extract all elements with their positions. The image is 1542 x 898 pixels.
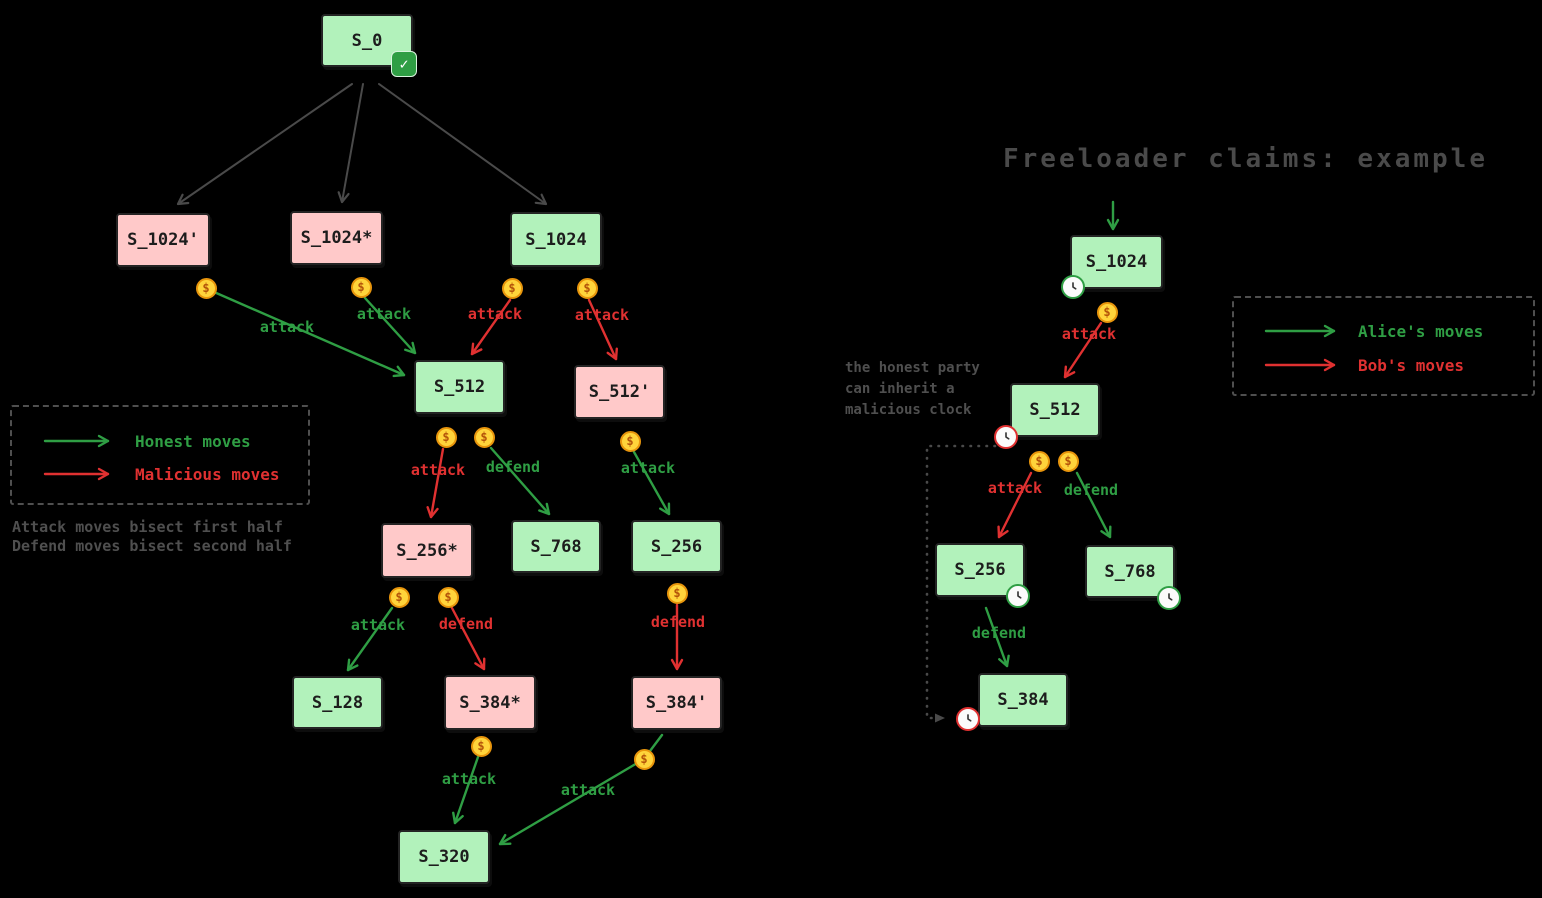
node-s512: S_512 [414,360,505,414]
note-defend-bisect: Defend moves bisect second half [12,537,292,555]
node-s256-star: S_256* [381,523,473,578]
node-s1024-star: S_1024* [290,211,383,265]
legend-right [1232,296,1535,396]
coin-icon: $ [1028,450,1050,472]
node-s384-star: S_384* [444,675,536,730]
edge-label-attack: attack [350,616,406,634]
note-attack-bisect: Attack moves bisect first half [12,518,283,536]
edge-label-defend: defend [485,458,541,476]
legend-honest-label: Honest moves [135,432,251,451]
edge-label-defend: defend [971,624,1027,642]
coin-icon: $ [473,426,495,448]
edge-label-attack: attack [987,479,1043,497]
coin-icon: $ [195,277,217,299]
edge-label-attack: attack [560,781,616,799]
coin-icon: $ [501,277,523,299]
node-s1024-prime: S_1024' [116,213,210,267]
coin-icon: $ [1096,301,1118,323]
node-r-s384: S_384 [978,673,1068,727]
legend-left [10,405,310,505]
edge-label-defend: defend [1063,481,1119,499]
edge-s0-s1024 [378,83,548,206]
node-s512-prime: S_512' [574,365,665,419]
coin-icon: $ [388,586,410,608]
node-r-s1024: S_1024 [1070,235,1163,289]
node-s320: S_320 [398,830,490,884]
note-inherit-line1: the honest party [845,360,980,376]
node-s1024: S_1024 [510,212,602,267]
edge-label-attack: attack [410,461,466,479]
clock-icon-green [1061,275,1085,299]
note-inherit-line2: can inherit a [845,381,955,397]
coin-icon: $ [633,748,655,770]
edge-s512-s256s [426,447,445,519]
edge-s0-s1024s [337,83,364,204]
edge-label-attack: attack [467,305,523,323]
edge-label-attack: attack [1061,325,1117,343]
check-icon: ✓ [391,51,417,77]
coin-icon: $ [350,276,372,298]
edge-label-attack: attack [574,306,630,324]
coin-icon: $ [470,735,492,757]
node-s768: S_768 [511,520,601,573]
edge-label-defend: defend [650,613,706,631]
edge-s0-s1024p [176,83,353,206]
coin-icon: $ [666,582,688,604]
node-s128: S_128 [292,676,383,729]
coin-icon: $ [1057,450,1079,472]
coin-icon: $ [576,277,598,299]
node-s384-prime: S_384' [631,676,722,730]
edge-label-attack: attack [441,770,497,788]
edge-label-attack: attack [356,305,412,323]
page-title: Freeloader claims: example [1003,144,1488,174]
edge-s384s-s320 [452,755,480,825]
edge-label-defend: defend [438,615,494,633]
clock-icon-red [994,425,1018,449]
coin-icon: $ [435,426,457,448]
node-s256: S_256 [631,520,722,573]
edge-label-attack: attack [620,459,676,477]
clock-icon-green [1157,586,1181,610]
clock-icon-red [956,707,980,731]
coin-icon: $ [619,430,641,452]
node-r-s512: S_512 [1010,383,1100,437]
note-inherit-line3: malicious clock [845,402,972,418]
coin-icon: $ [437,586,459,608]
clock-icon-green [1006,584,1030,608]
legend-alice-label: Alice's moves [1358,322,1484,341]
edge-label-attack: attack [259,318,315,336]
legend-malicious-label: Malicious moves [135,465,280,484]
legend-bob-label: Bob's moves [1358,356,1464,375]
